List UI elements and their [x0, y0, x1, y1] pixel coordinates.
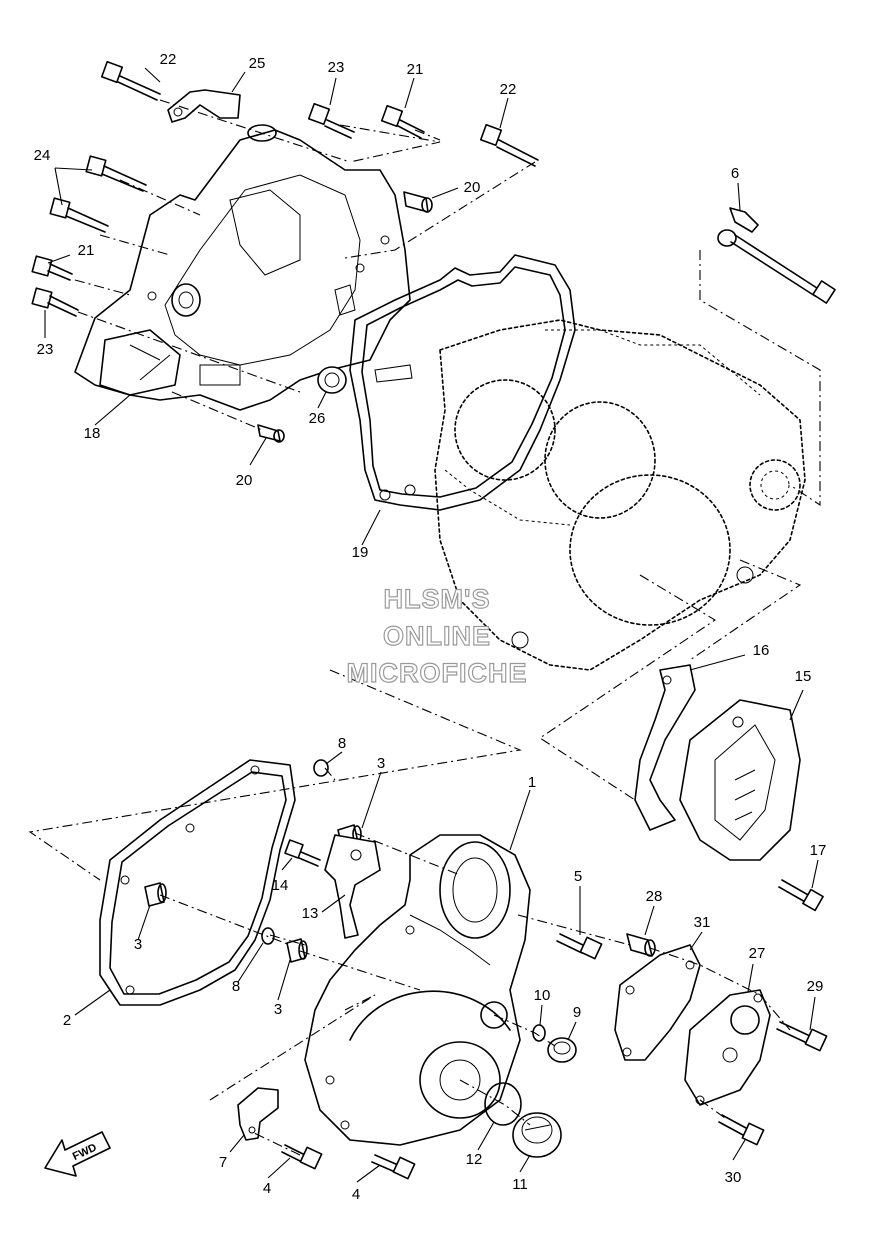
bolt-22-top-right	[479, 123, 539, 167]
bolt-17	[778, 879, 824, 912]
collar-28	[626, 933, 656, 957]
callout-19-fixed: 19	[352, 544, 369, 561]
callout-7: 7	[219, 1154, 227, 1171]
gasket-2	[99, 759, 296, 1006]
callout-2: 2	[63, 1012, 71, 1029]
callout-8-lower: 8	[232, 978, 240, 995]
callout-23-top: 23	[328, 59, 345, 76]
watermark: HLSM'S ONLINE MICROFICHE	[346, 583, 528, 688]
leader-lines	[44, 67, 819, 1183]
crankcase-housing	[434, 319, 806, 671]
bracket-13	[324, 834, 381, 939]
callout-1: 1	[528, 774, 536, 791]
oil-seal-26	[317, 366, 347, 394]
bolt-22-upper-left	[100, 60, 161, 101]
callout-6: 6	[731, 165, 739, 182]
plug-11	[512, 1112, 562, 1158]
collar-3-left	[144, 882, 167, 907]
callout-29: 29	[807, 978, 824, 995]
callout-31: 31	[694, 914, 711, 931]
crankcase-cover-1	[304, 834, 531, 1146]
bolt-30	[718, 1114, 765, 1146]
callout-4-right: 4	[352, 1186, 360, 1203]
callout-10: 10	[534, 987, 551, 1004]
callout-21-top: 21	[407, 61, 424, 78]
bolt-29	[776, 1021, 828, 1052]
o-ring-8-upper	[313, 759, 329, 777]
callout-22-top-right: 22	[500, 81, 517, 98]
bolt-24-upper	[85, 155, 147, 192]
watermark-line-1: HLSM'S	[384, 584, 491, 614]
callout-23-left: 23	[37, 341, 54, 358]
bracket-25	[167, 89, 241, 123]
callout-26: 26	[309, 410, 326, 427]
callout-11: 11	[512, 1176, 528, 1193]
callout-20-lower: 20	[236, 472, 253, 489]
callout-18: 18	[84, 425, 101, 442]
callout-21-left: 21	[78, 242, 95, 259]
o-ring-10	[532, 1024, 546, 1042]
collar-3-right	[286, 938, 308, 963]
callout-5: 5	[574, 868, 582, 885]
gasket-19	[349, 254, 576, 511]
watermark-line-3: MICROFICHE	[347, 658, 528, 688]
clip-6	[717, 207, 759, 247]
cover-27	[684, 989, 771, 1106]
crankcase-cover-18	[74, 124, 411, 411]
callout-22-upper-left: 22	[160, 51, 177, 68]
callout-numbers: 22 25 23 21 22 24 21 23 18 20 20 26 20 2…	[34, 51, 827, 1203]
callout-24: 24	[34, 147, 51, 164]
callout-15: 15	[795, 668, 812, 685]
callout-28: 28	[646, 888, 663, 905]
callout-3-upper: 3	[377, 755, 385, 772]
bolt-21-left	[31, 255, 73, 281]
bolt-4-left	[281, 1144, 323, 1170]
fwd-arrow-icon: FWD	[44, 1131, 111, 1177]
callout-numbers-fixed: 19 27	[352, 544, 766, 962]
callout-17: 17	[810, 842, 827, 859]
sprocket-cover-15	[679, 699, 801, 861]
callout-16: 16	[753, 642, 770, 659]
callout-13: 13	[302, 905, 319, 922]
callout-8-upper: 8	[338, 735, 346, 752]
bolt-23-top	[307, 102, 355, 139]
dowel-pin-20-lower	[257, 424, 285, 443]
holder-7	[237, 1087, 279, 1141]
bolt-5	[556, 933, 603, 960]
bolt-4-right	[371, 1154, 416, 1180]
bolt-14	[284, 839, 321, 867]
callout-27-fixed: 27	[749, 945, 766, 962]
watermark-line-2: ONLINE	[383, 621, 491, 651]
assembly-lines	[28, 99, 821, 1156]
plug-9	[547, 1037, 577, 1063]
callout-12: 12	[466, 1151, 483, 1168]
callout-20-upper: 20	[464, 179, 481, 196]
callout-25: 25	[249, 55, 266, 72]
callout-3-left: 3	[134, 936, 142, 953]
bolt-24-lower	[49, 197, 109, 233]
bolt-6-long	[730, 234, 836, 304]
callout-14: 14	[272, 877, 289, 894]
dowel-pin-20-upper	[403, 191, 433, 213]
callout-4-left: 4	[263, 1180, 271, 1197]
guide-16	[634, 664, 696, 831]
o-ring-12	[484, 1082, 522, 1126]
callout-30: 30	[725, 1169, 742, 1186]
bolt-21-top	[380, 104, 425, 139]
callout-9: 9	[573, 1004, 581, 1021]
bolt-23-left	[31, 287, 79, 317]
gasket-31	[614, 944, 701, 1061]
callout-3-right: 3	[274, 1001, 282, 1018]
